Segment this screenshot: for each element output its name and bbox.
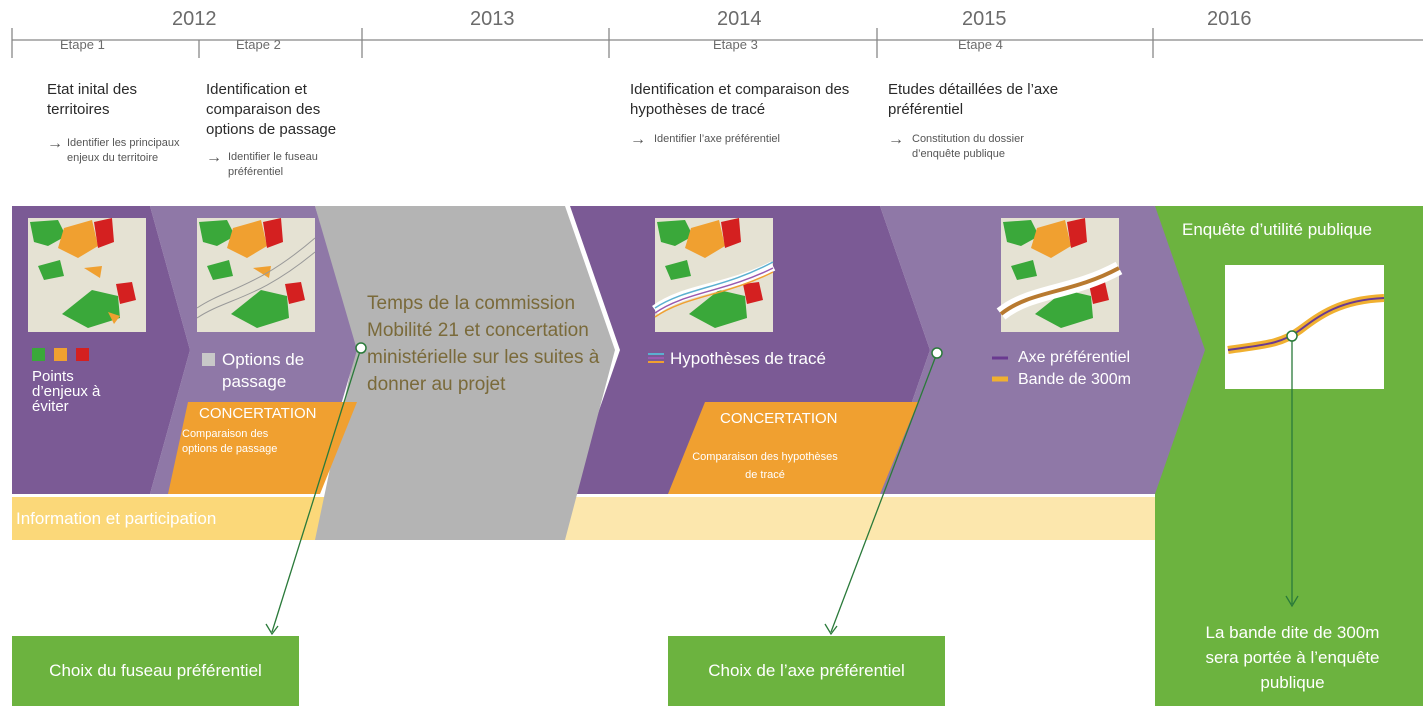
chevron-step-4 — [880, 206, 1205, 494]
commission-text: Temps de la commission Mobilité 21 et co… — [367, 293, 600, 395]
map-thumbnail-1 — [28, 218, 146, 332]
outcome-box-2 — [668, 636, 945, 706]
legend-axe: Axe préférentiel — [1018, 349, 1131, 366]
legend-square-red — [76, 348, 89, 361]
etape-1: Etape 1 — [60, 37, 105, 52]
concertation-box-1 — [168, 402, 357, 494]
legend-multiline-icon — [648, 353, 664, 363]
step-2-sub: Identifier le fuseau préférentiel — [228, 151, 318, 178]
enquete-title: Enquête d’utilité publique — [1182, 220, 1372, 239]
info-band-label: Information et participation — [16, 509, 217, 528]
concertation-box-2 — [668, 402, 918, 494]
legend-square-grey — [202, 353, 215, 366]
map-thumbnail-3 — [652, 218, 776, 332]
legend-bande: Bande de 300m — [1018, 371, 1131, 388]
outcome-box-1 — [12, 636, 299, 706]
step-2: Identification et comparaison des option… — [206, 80, 356, 180]
year-2014: 2014 — [717, 8, 762, 30]
step-3-sub: Identifier l’axe préférentiel — [654, 133, 780, 145]
info-band-right — [553, 497, 1155, 540]
step-1: Etat inital des territoires → Identifier… — [47, 80, 187, 166]
etape-2: Etape 2 — [236, 37, 281, 52]
step-2-title: Identification et comparaison des option… — [206, 81, 337, 138]
enquete-map-card — [1225, 265, 1385, 608]
step-1-sub: Identifier les principaux enjeux du terr… — [67, 137, 180, 164]
chevron-commission — [315, 206, 615, 540]
year-2012: 2012 — [172, 8, 217, 30]
concertation-2-sub: Comparaison des hypothèses de tracé — [692, 451, 838, 481]
year-2013: 2013 — [470, 8, 515, 30]
concertation-2-title: CONCERTATION — [720, 410, 838, 427]
info-band-left — [12, 497, 357, 540]
step-4: Etudes détaillées de l’axe préférentiel … — [888, 80, 1103, 162]
arrow-right-icon: → — [888, 131, 904, 148]
outcome-3: La bande dite de 300m sera portée à l’en… — [1205, 623, 1380, 692]
map-thumbnail-4 — [996, 218, 1123, 332]
legend-hypotheses: Hypothèses de tracé — [670, 349, 826, 368]
arrow-right-icon: → — [206, 149, 222, 166]
legend-square-orange — [54, 348, 67, 361]
etape-3: Etape 3 — [713, 37, 758, 52]
concertation-1-sub: Comparaison des options de passage — [182, 428, 278, 455]
legend-options-passage: Options de passage — [222, 350, 305, 391]
year-2015: 2015 — [962, 8, 1007, 30]
arrow-right-icon: → — [630, 131, 646, 148]
step-4-title: Etudes détaillées de l’axe préférentiel — [888, 81, 1059, 118]
leader-line-1 — [265, 342, 367, 636]
outcome-1: Choix du fuseau préférentiel — [49, 661, 262, 680]
etape-4: Etape 4 — [958, 37, 1003, 52]
leader-line-2 — [824, 347, 943, 636]
step-4-sub: Constitution du dossier d’enquête publiq… — [912, 133, 1024, 160]
timeline-axis — [11, 28, 1423, 58]
concertation-1-title: CONCERTATION — [199, 405, 317, 422]
legend-square-green — [32, 348, 45, 361]
step-1-title: Etat inital des territoires — [47, 81, 138, 118]
legend-points-enjeux: Points d’enjeux à éviter — [32, 368, 101, 415]
arrow-right-icon: → — [47, 135, 63, 152]
map-thumbnail-2 — [196, 218, 316, 332]
step-3: Identification et comparaison des hypoth… — [630, 80, 870, 148]
year-2016: 2016 — [1207, 8, 1252, 30]
outcome-2: Choix de l’axe préférentiel — [708, 661, 905, 680]
step-3-title: Identification et comparaison des hypoth… — [630, 81, 850, 118]
